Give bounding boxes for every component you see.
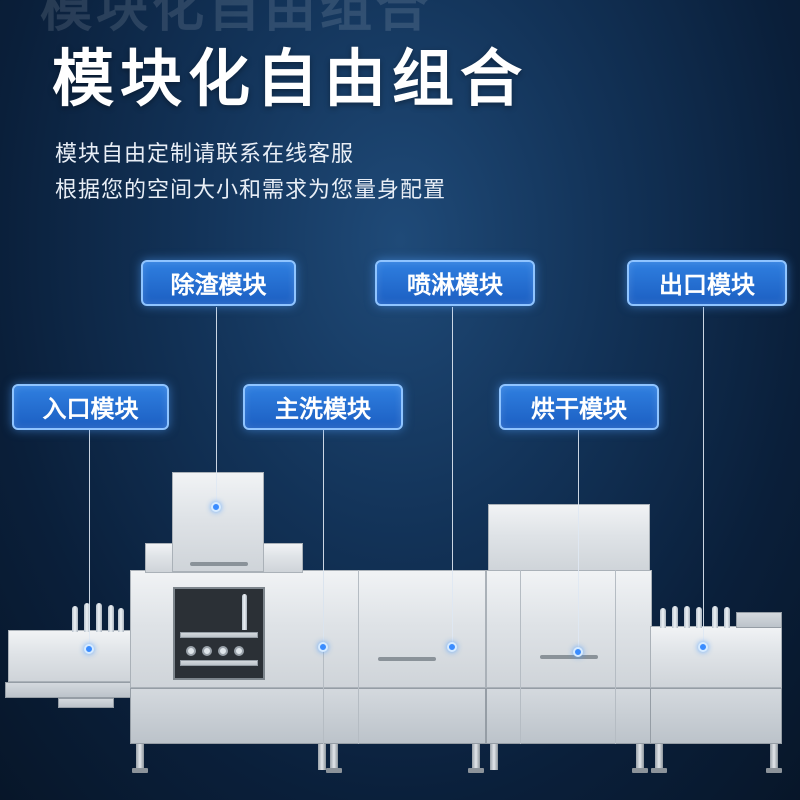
outlet-plate [660, 608, 666, 628]
machine-leg [655, 744, 663, 770]
basket-cup [202, 646, 212, 656]
machine-leg [770, 744, 778, 770]
panel-seam [323, 570, 324, 744]
leader-line-drying [578, 430, 579, 652]
drying-hood [488, 504, 650, 572]
outlet-plate [696, 607, 702, 628]
marker-dot-inlet [84, 644, 94, 654]
outlet-top-rail [736, 612, 782, 628]
inlet-base-rail [5, 682, 133, 698]
machine-foot [132, 768, 148, 773]
machine-leg [330, 744, 338, 770]
machine-foot [632, 768, 648, 773]
machine-leg [318, 744, 326, 770]
outlet-plate [724, 607, 730, 628]
window-plate [242, 594, 247, 630]
page-title: 模块化自由组合 [52, 42, 529, 115]
leader-line-main-wash [323, 430, 324, 646]
machine-foot [326, 768, 342, 773]
drying-body [486, 570, 652, 688]
spray-panel-handle [378, 657, 436, 661]
deslag-hood-handle [190, 562, 248, 566]
inlet-conveyor [8, 630, 132, 682]
basket-cup [218, 646, 228, 656]
drying-base [486, 688, 652, 744]
outlet-plate [672, 606, 678, 628]
panel-seam [358, 570, 359, 744]
marker-dot-spray [447, 642, 457, 652]
label-outlet-module: 出口模块 [627, 260, 787, 306]
label-spray-module: 喷淋模块 [375, 260, 535, 306]
marker-dot-deslag [211, 502, 221, 512]
marker-dot-main-wash [318, 642, 328, 652]
basket-cup [186, 646, 196, 656]
inlet-drain-box [58, 698, 114, 708]
machine-foot [651, 768, 667, 773]
drying-handle [540, 655, 598, 659]
leader-line-deslag [216, 307, 217, 507]
inlet-plate [96, 603, 102, 632]
label-drying-module: 烘干模块 [499, 384, 659, 430]
outlet-plate [684, 606, 690, 628]
outlet-body [650, 626, 782, 688]
machine-leg [136, 744, 144, 770]
label-main-wash-module: 主洗模块 [243, 384, 403, 430]
main-body-left-base [130, 688, 486, 744]
basket-rail [180, 632, 258, 638]
marker-dot-outlet [698, 642, 708, 652]
machine-foot [468, 768, 484, 773]
subtitle-line-1: 模块自由定制请联系在线客服 [55, 142, 355, 167]
leader-line-outlet [703, 307, 704, 647]
outlet-plate [712, 606, 718, 628]
machine-leg [472, 744, 480, 770]
panel-seam [615, 570, 616, 744]
machine-foot [766, 768, 782, 773]
marker-dot-drying [573, 647, 583, 657]
subtitle-line-2: 根据您的空间大小和需求为您量身配置 [55, 178, 447, 203]
label-inlet-module: 入口模块 [12, 384, 169, 430]
panel-seam [520, 570, 521, 744]
deslag-hood [172, 472, 264, 572]
basket-rail [180, 660, 258, 666]
machine-leg [490, 744, 498, 770]
inlet-plate [72, 606, 78, 632]
basket-cup [234, 646, 244, 656]
ghost-title: 模块化自由组合 [40, 0, 433, 39]
inlet-plate [84, 603, 90, 632]
leader-line-inlet [89, 430, 90, 648]
inlet-plate [118, 608, 124, 632]
leader-line-spray [452, 307, 453, 647]
machine-leg [636, 744, 644, 770]
label-deslag-module: 除渣模块 [141, 260, 296, 306]
outlet-base [650, 688, 782, 744]
inlet-plate [108, 605, 114, 632]
